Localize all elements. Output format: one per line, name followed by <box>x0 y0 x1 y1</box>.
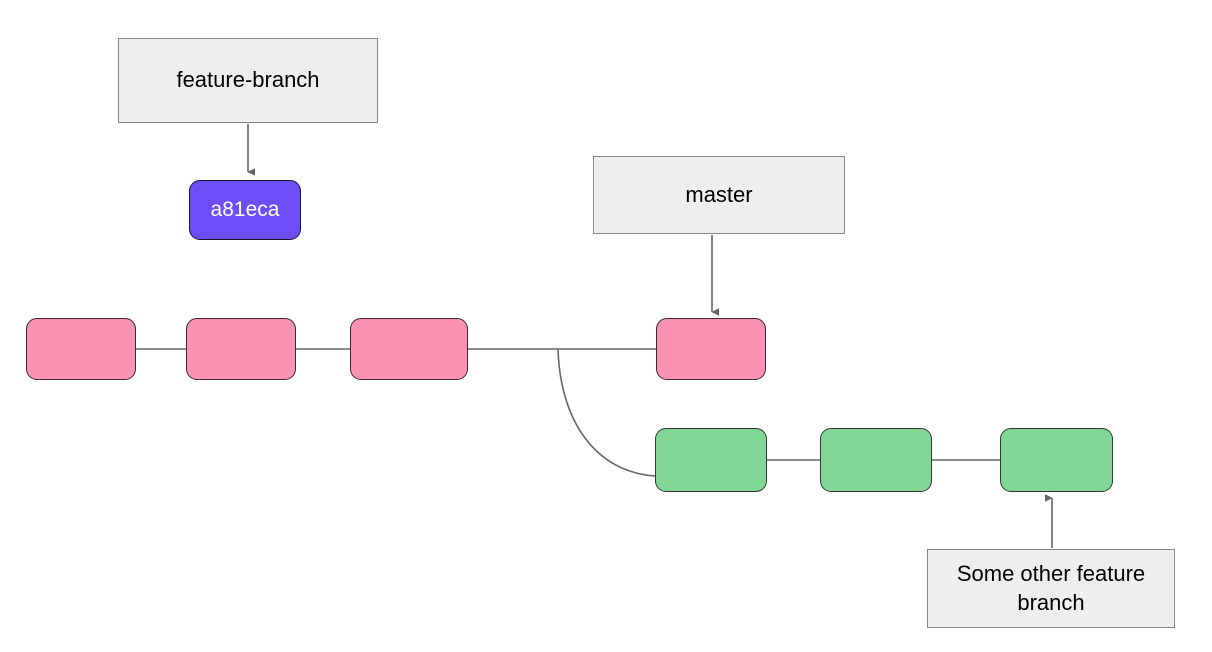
label-feature-branch-text: feature-branch <box>176 67 320 93</box>
commit-node-master-c2[interactable] <box>186 318 296 380</box>
label-some-other-feature-branch-text: Some other feature branch <box>956 561 1146 615</box>
label-master[interactable]: master <box>593 156 845 234</box>
commit-node-other-c2[interactable] <box>820 428 932 492</box>
label-some-other-feature-branch[interactable]: Some other feature branch <box>927 549 1175 628</box>
commit-node-master-c1[interactable] <box>26 318 136 380</box>
commit-node-other-c1[interactable] <box>655 428 767 492</box>
commit-node-a81eca-label: a81eca <box>210 197 280 221</box>
label-master-text: master <box>685 181 753 207</box>
label-feature-branch[interactable]: feature-branch <box>118 38 378 123</box>
commit-node-other-c3[interactable] <box>1000 428 1113 492</box>
commit-node-a81eca[interactable]: a81eca <box>189 180 301 240</box>
commit-node-master-head[interactable] <box>656 318 766 380</box>
connector-branch-fork-curve <box>557 348 656 477</box>
commit-node-master-c3[interactable] <box>350 318 468 380</box>
